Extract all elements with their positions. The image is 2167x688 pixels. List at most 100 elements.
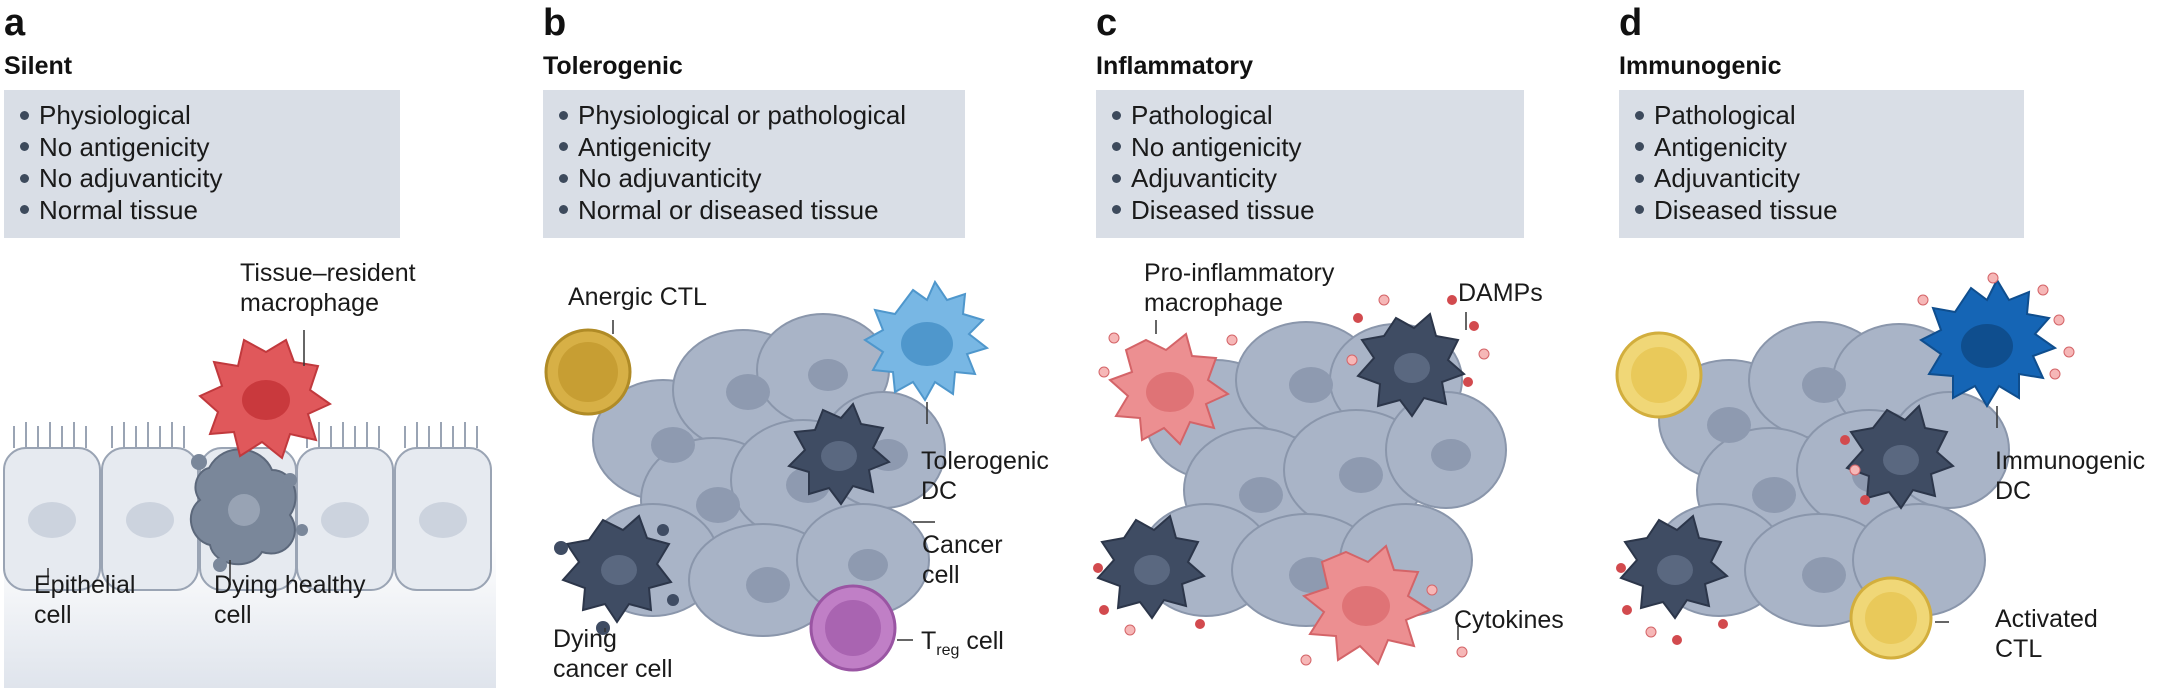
panel-title: Inflammatory xyxy=(1096,52,1253,80)
dark-dying-cell xyxy=(1619,514,1729,620)
label-cytokines: Cytokines xyxy=(1454,606,1564,634)
silent-illustration xyxy=(3,330,496,688)
bullet-icon xyxy=(1635,142,1644,152)
label-activated-ctl-line2: CTL xyxy=(1995,635,2043,663)
bullet-icon xyxy=(20,173,29,183)
panel-a: a Silent Physiological No antigenicity N… xyxy=(3,0,504,688)
dark-dying-cell xyxy=(1845,404,1955,510)
properties-list: Pathological No antigenicity Adjuvantici… xyxy=(1108,100,1524,226)
label-dying-cancer-cell-line2: cancer cell xyxy=(553,655,673,683)
property-item: No adjuvanticity xyxy=(555,163,965,195)
panel-b: b Tolerogenic Physiological or pathologi… xyxy=(543,0,1083,688)
label-tolerogenic-dc-line2: DC xyxy=(921,477,958,505)
label-pro-inflammatory-line2: macrophage xyxy=(1144,289,1283,317)
immunogenic-illustration xyxy=(1615,272,2075,660)
tumour-nuclei xyxy=(1239,367,1471,593)
properties-list: Physiological or pathological Antigenici… xyxy=(555,100,965,226)
bullet-icon xyxy=(1112,142,1121,152)
property-item: No antigenicity xyxy=(16,132,400,164)
panel-letter: a xyxy=(4,2,26,44)
property-item: No antigenicity xyxy=(1108,132,1524,164)
bullet-icon xyxy=(559,142,568,152)
property-item: Antigenicity xyxy=(1631,132,2024,164)
panel-letter: d xyxy=(1619,2,1643,44)
tolerogenic-dc xyxy=(863,279,990,402)
dark-dying-cell xyxy=(1096,514,1206,620)
properties-list: Pathological Antigenicity Adjuvanticity … xyxy=(1631,100,2024,226)
label-activated-ctl-line1: Activated xyxy=(1995,605,2098,633)
property-item: Antigenicity xyxy=(555,132,965,164)
property-item: Diseased tissue xyxy=(1631,195,2024,227)
property-item: Adjuvanticity xyxy=(1631,163,2024,195)
label-dying-healthy-cell: Dying healthy cell xyxy=(214,571,366,629)
bullet-icon xyxy=(1112,110,1121,120)
label-immunogenic-dc-line2: DC xyxy=(1995,477,2032,505)
bullet-icon xyxy=(1112,173,1121,183)
dying-cancer-cell xyxy=(554,514,679,635)
ctl-cell xyxy=(1615,331,1703,419)
panel-c: c Inflammatory Pathological No antigenic… xyxy=(1093,0,1616,688)
panel-title: Silent xyxy=(4,52,73,80)
property-item: Normal tissue xyxy=(16,195,400,227)
damps-dots xyxy=(1093,294,1490,666)
label-tissue-resident-macrophage: Tissue–resident macrophage xyxy=(240,259,416,317)
property-item: Adjuvanticity xyxy=(1108,163,1524,195)
anergic-ctl xyxy=(544,328,632,416)
bullet-icon xyxy=(20,142,29,152)
dark-dying-cell xyxy=(1356,312,1466,418)
activated-ctl xyxy=(1849,576,1933,660)
treg-cell xyxy=(809,584,897,672)
leader-lines xyxy=(1155,312,1467,640)
dark-dc xyxy=(787,402,891,506)
label-treg-cell: Treg cell xyxy=(921,627,1004,659)
label-dying-cancer-cell-line1: Dying xyxy=(553,625,617,653)
tolerogenic-illustration xyxy=(544,279,990,672)
bullet-icon xyxy=(1112,205,1121,215)
property-item: Normal or diseased tissue xyxy=(555,195,965,227)
properties-list: Physiological No antigenicity No adjuvan… xyxy=(16,100,400,226)
tumour-nuclei xyxy=(651,359,908,603)
bullet-icon xyxy=(20,205,29,215)
label-cancer-cell-line1: Cancer xyxy=(922,531,1003,559)
bullet-icon xyxy=(1635,173,1644,183)
cytokine-dots xyxy=(1616,272,2075,645)
properties-box: Pathological Antigenicity Adjuvanticity … xyxy=(1619,90,2024,238)
property-item: Diseased tissue xyxy=(1108,195,1524,227)
bullet-icon xyxy=(559,173,568,183)
label-immunogenic-dc-line1: Immunogenic xyxy=(1995,447,2146,475)
inflammatory-illustration xyxy=(1093,294,1507,666)
immunogenic-dc xyxy=(1919,277,2058,408)
cell-nucleus-group xyxy=(28,502,467,538)
label-anergic-ctl: Anergic CTL xyxy=(568,283,707,311)
bullet-icon xyxy=(559,205,568,215)
inflammatory-macrophage xyxy=(1301,544,1433,666)
bullet-icon xyxy=(559,110,568,120)
panel-title: Tolerogenic xyxy=(543,52,683,80)
leader-lines xyxy=(1935,406,1998,623)
properties-box: Physiological No antigenicity No adjuvan… xyxy=(4,90,400,238)
panel-title: Immunogenic xyxy=(1619,52,1782,80)
panel-letter: b xyxy=(543,2,567,44)
property-item: Physiological xyxy=(16,100,400,132)
label-damps: DAMPs xyxy=(1458,279,1543,307)
label-cancer-cell-line2: cell xyxy=(922,561,960,589)
bullet-icon xyxy=(1635,110,1644,120)
bullet-icon xyxy=(1635,205,1644,215)
panel-letter: c xyxy=(1096,2,1118,44)
property-item: Pathological xyxy=(1631,100,2024,132)
label-pro-inflammatory-line1: Pro-inflammatory xyxy=(1144,259,1335,287)
pro-inflammatory-macrophage xyxy=(1108,332,1231,446)
property-item: Pathological xyxy=(1108,100,1524,132)
property-item: Physiological or pathological xyxy=(555,100,965,132)
panel-d: d Immunogenic Pathological Antigenicity … xyxy=(1615,0,2167,688)
leader-lines xyxy=(604,320,935,641)
dying-healthy-cell xyxy=(190,448,308,572)
label-epithelial-cell: Epithelial cell xyxy=(34,571,136,629)
leader-lines xyxy=(47,330,305,585)
property-item: No adjuvanticity xyxy=(16,163,400,195)
properties-box: Pathological No antigenicity Adjuvantici… xyxy=(1096,90,1524,238)
bullet-icon xyxy=(20,110,29,120)
tissue-resident-macrophage xyxy=(198,338,333,460)
properties-box: Physiological or pathological Antigenici… xyxy=(543,90,965,238)
label-tolerogenic-dc-line1: Tolerogenic xyxy=(921,447,1049,475)
